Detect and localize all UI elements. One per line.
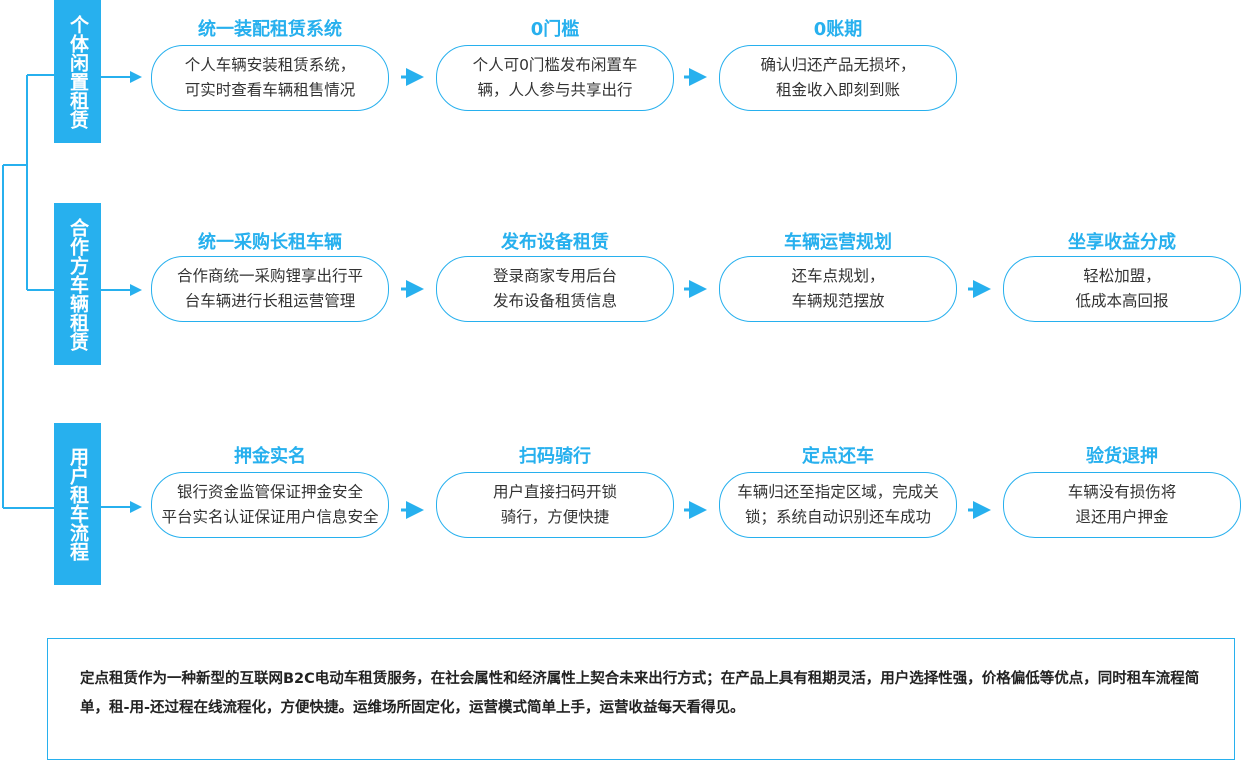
summary-text-box: 定点租赁作为一种新型的互联网B2C电动车租赁服务，在社会属性和经济属性上契合未来… — [47, 638, 1235, 760]
step-box: 确认归还产品无损坏， 租金收入即刻到账 — [719, 45, 957, 111]
side-label-partner: 合作方车辆租赁 — [54, 203, 101, 365]
step-box: 用户直接扫码开锁 骑行，方便快捷 — [436, 472, 674, 538]
step-title: 车辆运营规划 — [784, 232, 892, 253]
step-title: 统一装配租赁系统 — [198, 19, 342, 40]
step-box: 登录商家专用后台 发布设备租赁信息 — [436, 256, 674, 322]
step-box: 银行资金监管保证押金安全 平台实名认证保证用户信息安全 — [151, 472, 389, 538]
step-box: 合作商统一采购锂享出行平 台车辆进行长租运营管理 — [151, 256, 389, 322]
step-box: 轻松加盟， 低成本高回报 — [1003, 256, 1241, 322]
step-title: 0门槛 — [530, 19, 580, 40]
step-title: 押金实名 — [234, 446, 306, 467]
step-box: 个人车辆安装租赁系统， 可实时查看车辆租售情况 — [151, 45, 389, 111]
step-box: 车辆没有损伤将 退还用户押金 — [1003, 472, 1241, 538]
step-box: 个人可0门槛发布闲置车 辆，人人参与共享出行 — [436, 45, 674, 111]
step-title: 发布设备租赁 — [501, 232, 609, 253]
step-title: 验货退押 — [1086, 446, 1158, 467]
side-label-individual: 个体闲置租赁 — [54, 0, 101, 143]
step-title: 统一采购长租车辆 — [198, 232, 342, 253]
side-label-user: 用户租车流程 — [54, 423, 101, 585]
step-box: 车辆归还至指定区域，完成关 锁；系统自动识别还车成功 — [719, 472, 957, 538]
step-box: 还车点规划， 车辆规范摆放 — [719, 256, 957, 322]
step-title: 坐享收益分成 — [1068, 232, 1176, 253]
step-title: 0账期 — [813, 19, 863, 40]
step-title: 扫码骑行 — [519, 446, 591, 467]
step-title: 定点还车 — [802, 446, 874, 467]
